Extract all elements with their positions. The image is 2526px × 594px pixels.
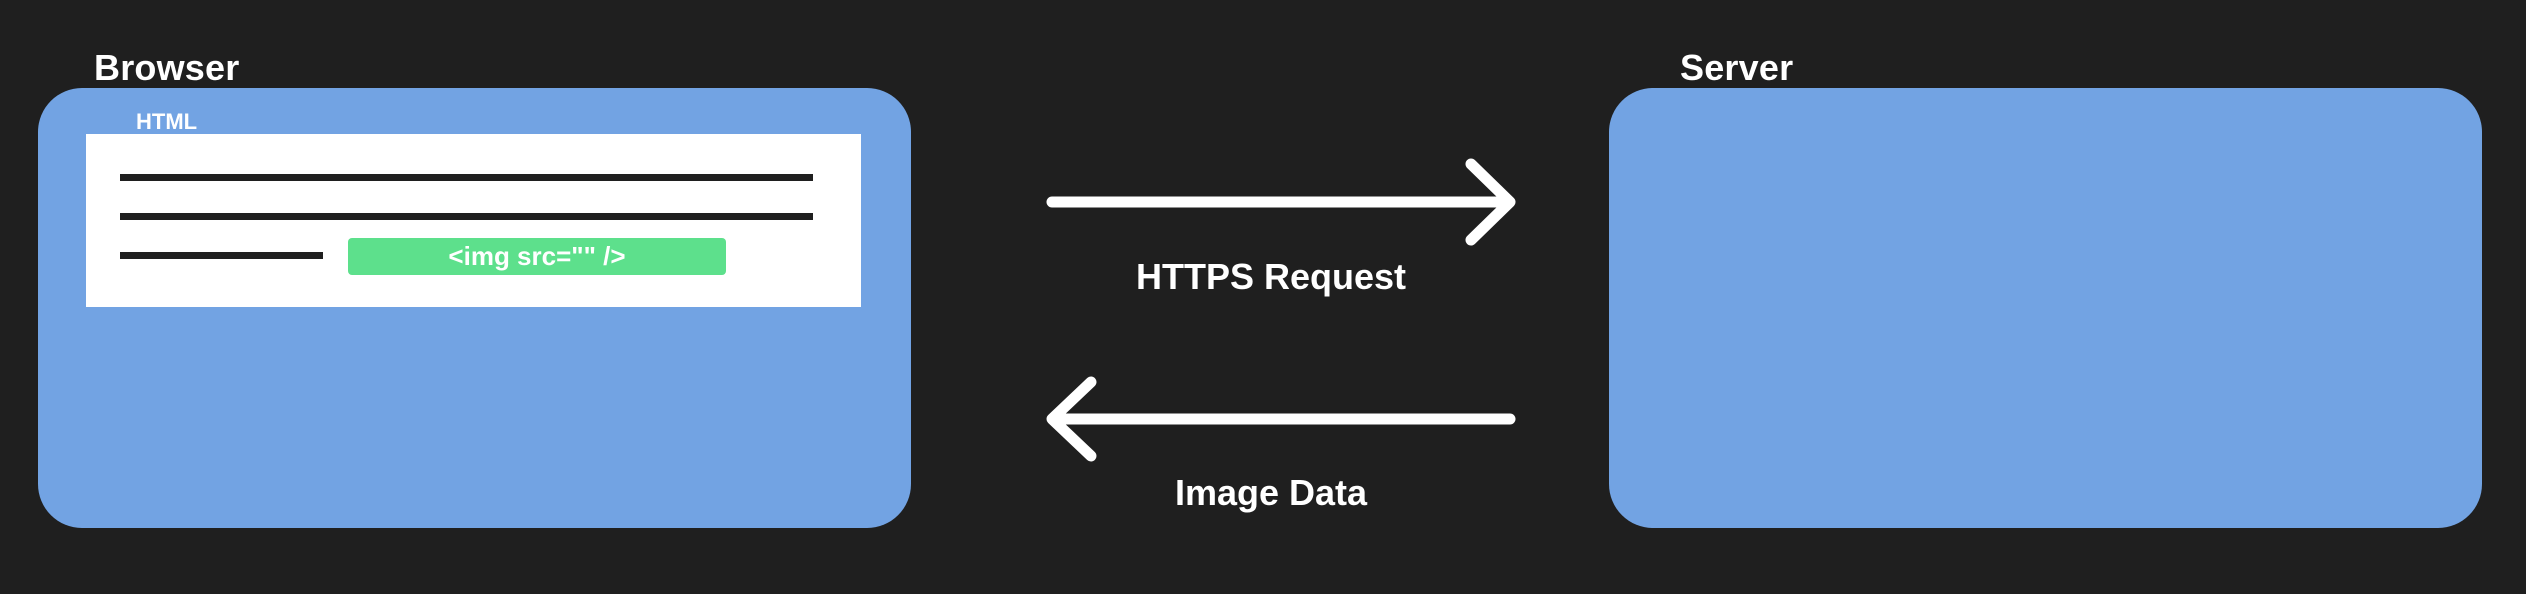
document-text-line <box>120 252 323 259</box>
https-request-label: HTTPS Request <box>1135 256 1407 297</box>
document-text-line <box>120 213 813 220</box>
browser-title: Browser <box>94 47 240 88</box>
html-label: HTML <box>136 109 198 134</box>
server-title: Server <box>1680 47 1794 88</box>
document-text-line <box>120 174 813 181</box>
server-panel <box>1609 88 2482 528</box>
response-arrow-icon <box>1046 376 1516 462</box>
img-tag-badge: <img src="" /> <box>348 238 726 275</box>
request-arrow-icon <box>1046 158 1516 246</box>
html-document: <img src="" /> <box>86 134 861 307</box>
image-data-label: Image Data <box>1174 472 1368 513</box>
